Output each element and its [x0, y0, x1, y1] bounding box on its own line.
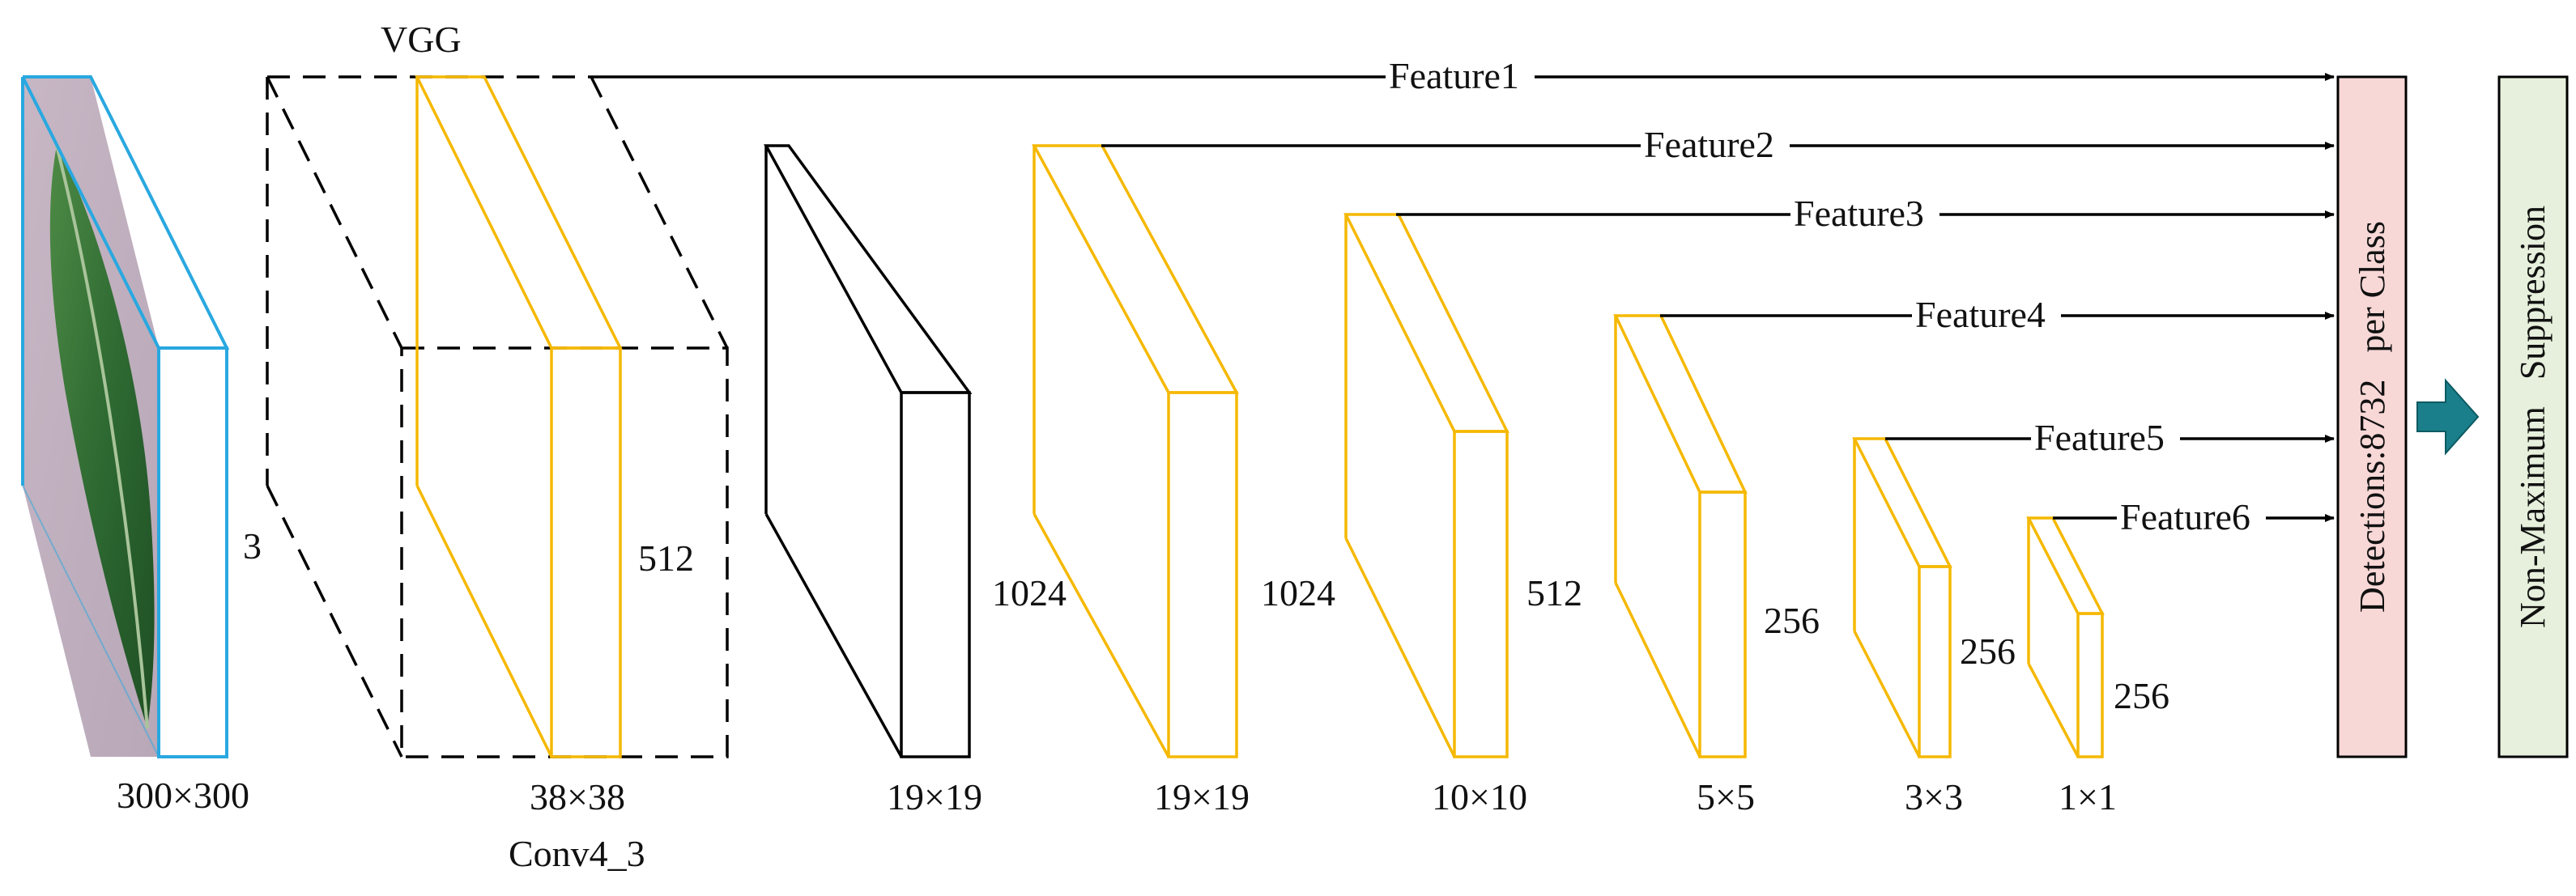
conv-block-2-size-label: 19×19 [1154, 776, 1250, 817]
conv-block-3-channels-label: 1024 [1261, 572, 1335, 614]
input-channels-label: 3 [243, 525, 262, 567]
conv-block-5-size-label: 3×3 [1905, 776, 1963, 817]
nms-label: Non-Maximum Suppression [2513, 206, 2553, 628]
conv-block-1-size-label: 19×19 [887, 776, 982, 817]
input-frame-front [157, 346, 228, 758]
conv-block-6-size-label: 1×1 [2059, 776, 2117, 817]
conv-block-2 [1032, 144, 1239, 758]
feature-label-1: Feature1 [1389, 55, 1519, 96]
conv4-3-size-label: 38×38 [530, 776, 625, 817]
nms-box: Non-Maximum Suppression [2497, 75, 2569, 758]
conv-block-4-channels-label: 512 [1526, 572, 1582, 614]
input-size-label: 300×300 [117, 775, 249, 816]
feature-label-4: Feature4 [1915, 294, 2046, 335]
input-image-block [21, 75, 230, 758]
conv-block-1 [764, 144, 973, 758]
conv-block-6-channels-label: 256 [1960, 631, 2016, 672]
feature-label-bg-1 [1386, 56, 1535, 91]
feature-label-6: Feature6 [2120, 496, 2250, 537]
conv4-3-layer-label: Conv4_3 [509, 833, 645, 874]
conv-block-3-size-label: 10×10 [1432, 776, 1527, 817]
conv-block-6 [2026, 516, 2105, 758]
conv-block-4 [1613, 314, 1748, 758]
conv4-3-block [415, 75, 623, 758]
vgg-dashed-box [266, 75, 729, 758]
teal-arrow-icon [2416, 378, 2480, 456]
conv-block-5 [1852, 437, 1952, 758]
feature-label-bg-4 [1912, 295, 2061, 330]
conv-block-3 [1343, 213, 1509, 758]
conv-block-5-channels-label: 256 [1764, 600, 1820, 641]
detections-box: Detections:8732 per Class [2336, 75, 2408, 758]
conv4-3-channels-label: 512 [638, 537, 694, 579]
conv-block-2-channels-label: 1024 [992, 572, 1067, 614]
last-block-channels-label: 256 [2114, 675, 2169, 716]
conv-layer-blocks: 19×19 1024 19×19 1024 10×10 512 5×5 256 3×3 256 1×… [764, 144, 2169, 817]
feature-label-bg-5 [2031, 418, 2180, 453]
feature-label-2: Feature2 [1644, 124, 1774, 165]
feature-label-bg-3 [1790, 193, 1939, 229]
leaf-image [49, 145, 155, 729]
feature-label-bg-6 [2117, 497, 2266, 533]
feature-label-5: Feature5 [2034, 417, 2165, 458]
conv-block-4-size-label: 5×5 [1697, 776, 1755, 817]
feature-arrows: Feature1Feature2Feature3Feature4Feature5… [591, 55, 2335, 537]
vgg-title: VGG [381, 19, 462, 60]
detections-label: Detections:8732 per Class [2352, 221, 2392, 613]
feature-label-3: Feature3 [1794, 193, 1924, 234]
feature-label-bg-2 [1641, 125, 1790, 160]
